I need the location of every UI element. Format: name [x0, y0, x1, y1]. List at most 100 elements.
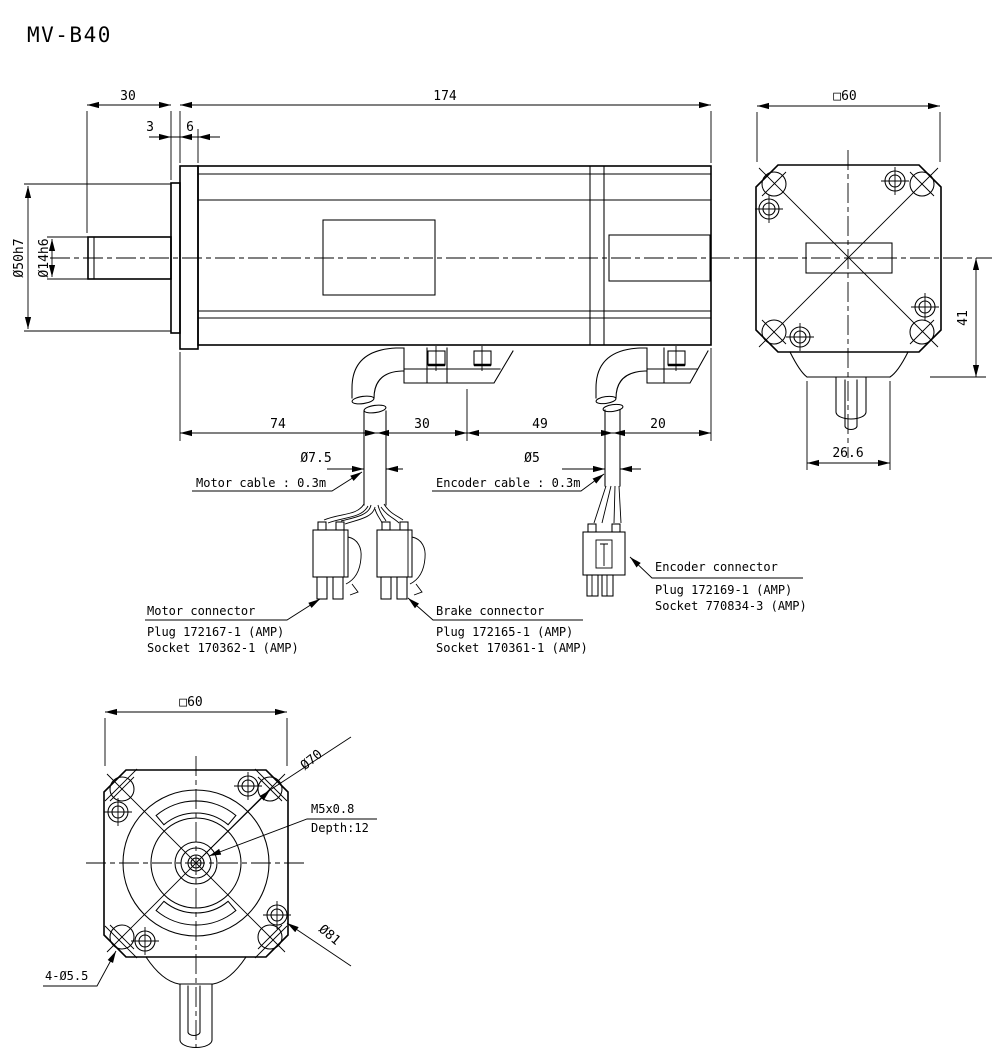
front-dim-70: Ø70: [298, 747, 326, 773]
front-cable-outer: [179, 983, 213, 1049]
block-screw-3: [667, 350, 686, 366]
side-bottom-dimensions: 74 30 49 20 Ø7.5 Ø5: [179, 348, 712, 473]
screw: [131, 927, 159, 955]
encoder-connector-tab-1: [587, 523, 597, 533]
motor-connector-pin-1: [316, 576, 328, 600]
dim-encoder-cable-dia: Ø5: [524, 451, 540, 466]
brake-connector-latch: [409, 536, 426, 596]
flange-dia-leader: [286, 922, 352, 967]
cable-break-4: [602, 403, 624, 413]
motor-connector-socket: Socket 170362-1 (AMP): [147, 641, 299, 655]
cable-break-3: [595, 395, 617, 405]
front-hole-bl: [109, 924, 135, 950]
brake-connector-tab-1: [381, 521, 391, 531]
side-top-dimensions: 30 174 3 6: [86, 89, 712, 233]
encoder-connector-latch-t: [600, 543, 608, 566]
brake-connector-plug: Plug 172165-1 (AMP): [436, 625, 573, 639]
screw: [755, 195, 783, 223]
brake-label: [608, 234, 711, 282]
screw: [234, 772, 262, 800]
block-screw-1: [427, 350, 446, 366]
block-screw-2: [473, 350, 492, 366]
rear-cable-outer: [835, 376, 867, 420]
brake-connector-body: [376, 529, 413, 578]
front-hole-tl: [109, 776, 135, 802]
motor-connector-body: [312, 529, 349, 578]
mounting-holes-label: 4-Ø5.5: [45, 969, 88, 983]
motor-connector-pin-2: [332, 576, 344, 600]
brake-connector: [376, 521, 426, 600]
rear-view: □60 41 26.6: [745, 89, 992, 470]
rear-dimensions: □60 41 26.6: [756, 89, 986, 470]
drawing-title: MV-B40: [27, 23, 112, 47]
motor-cable-label: Motor cable : 0.3m: [196, 476, 326, 490]
side-view: 30 174 3 6 Ø50h7 Ø14h6 74 30: [12, 89, 807, 655]
tap-label: M5x0.8: [311, 802, 354, 816]
brake-wire-1: [374, 504, 387, 524]
mounting-holes-leader: [43, 950, 117, 987]
front-cable-boss: [145, 956, 247, 1049]
screw: [881, 167, 909, 195]
encoder-connector: [582, 523, 626, 597]
encoder-connector-title: Encoder connector: [655, 560, 778, 574]
motor-outline: [87, 165, 712, 350]
encoder-cable-elbow-outer: [595, 347, 648, 399]
encoder-cable-leader: [432, 473, 605, 492]
front-dim-60: □60: [179, 695, 202, 710]
encoder-cable-straight: [604, 409, 621, 487]
rear-diagonal-centerlines: [758, 167, 939, 348]
front-dimensions: □60 Ø70 M5x0.8 Depth:12 Ø81 4-Ø5.5: [43, 695, 377, 987]
dim-174: 174: [433, 89, 457, 104]
dim-pilot-dia: Ø50h7: [12, 238, 27, 277]
rear-cable-inner: [844, 379, 858, 431]
motor-cable-leader: [192, 471, 363, 492]
motor-cable-straight: [363, 410, 387, 506]
brake-connector-pin-1: [380, 576, 392, 600]
front-corner-cross-lines: [104, 768, 288, 959]
brake-connector-leader: [407, 597, 583, 621]
rear-hole-bl: [761, 319, 787, 345]
dim-6: 6: [186, 120, 194, 135]
dim-30: 30: [120, 89, 136, 104]
brake-connector-title: Brake connector: [436, 604, 544, 618]
side-callouts: Motor cable : 0.3m Encoder cable : 0.3m …: [145, 471, 807, 655]
front-ext-60: [104, 718, 288, 766]
encoder-connector-pin-lines: [591, 575, 608, 596]
motor-connector: [312, 521, 362, 600]
screw: [911, 293, 939, 321]
bolt-circle-leader-line: [269, 736, 352, 791]
front-hole-cross-lines: [109, 776, 283, 950]
front-boss-bell: [145, 956, 247, 985]
side-left-dimensions: Ø50h7 Ø14h6: [12, 183, 171, 332]
encoder-cable-block-lines: [646, 347, 698, 384]
motor-connector-tab-1: [317, 521, 327, 531]
rear-hole-tr: [909, 171, 935, 197]
motor-connector-title: Motor connector: [147, 604, 255, 618]
cable-break-1: [351, 395, 375, 405]
encoder-connector-leader: [629, 556, 803, 579]
motor-cable: [323, 347, 405, 525]
rear-boss-bell: [789, 351, 909, 378]
brake-connector-pin-2: [396, 576, 408, 600]
motor-cable-elbow-outer: [351, 347, 405, 399]
motor-wire-2: [340, 504, 376, 525]
tap-leader: [208, 818, 377, 857]
extension-lines-left: [24, 183, 171, 332]
brake-connector-tab-2: [399, 521, 409, 531]
encoder-connector-tab-2: [611, 523, 621, 533]
flange: [179, 165, 199, 350]
encoder-cable-elbow-inner: [615, 370, 648, 399]
encoder-cable-block: [646, 347, 709, 384]
rear-assembly-screws: [755, 167, 939, 351]
dim-shaft-dia: Ø14h6: [37, 238, 52, 277]
encoder-cable: [593, 347, 648, 524]
screw: [786, 323, 814, 351]
rear-cable-boss: [789, 351, 909, 431]
motor-cable-elbow-inner: [373, 370, 405, 399]
encoder-connector-slot: [595, 539, 613, 569]
brake-connector-socket: Socket 170361-1 (AMP): [436, 641, 588, 655]
rear-dim-60: □60: [833, 89, 856, 104]
body-lines: [197, 173, 712, 319]
